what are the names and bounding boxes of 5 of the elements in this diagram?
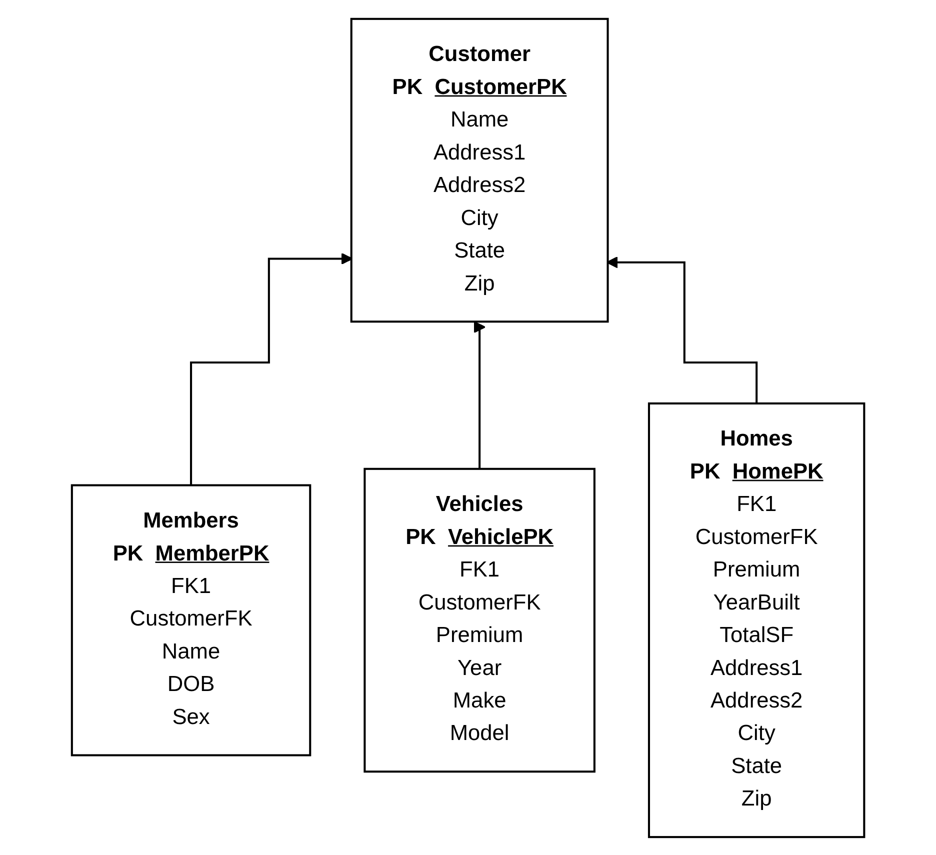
arrow (474, 320, 486, 470)
node-box: Vehicles PK VehiclePK FK1 CustomerFK Premium Year Make Model (364, 467, 596, 772)
node-box: Homes PK HomePK FK1 CustomerFK Premium YearBuilt TotalSF Address1 Address2 City State Zip (648, 402, 866, 838)
node-box: Customer PK CustomerPK Name Address1 Address2 City State Zip (350, 17, 609, 322)
node-box: Members PK MemberPK FK1 CustomerFK Name DOB Sex (70, 484, 312, 756)
